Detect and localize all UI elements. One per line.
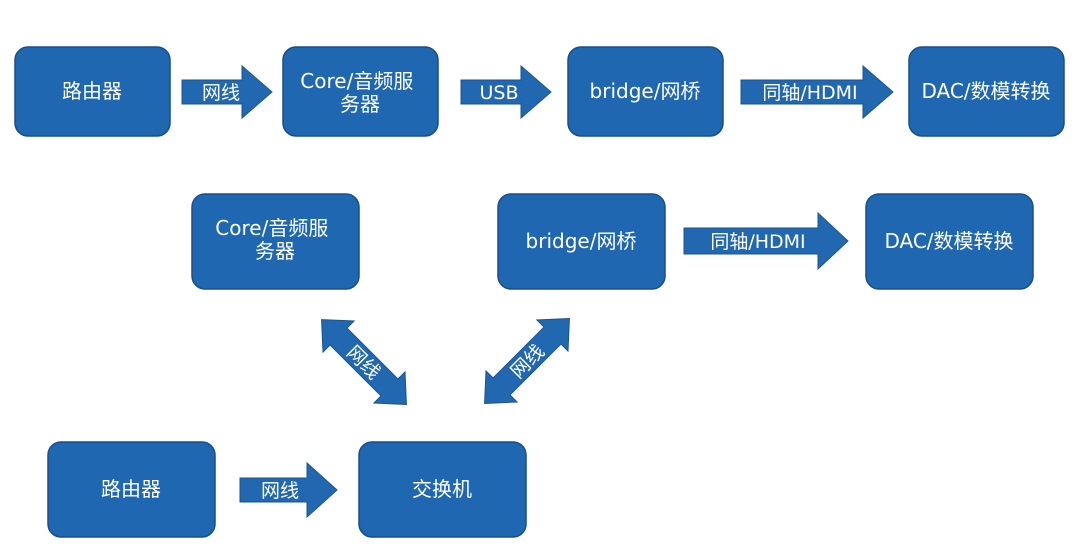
top-arrow-router-core: [181, 64, 273, 120]
bottom-cable-router-switch-label: 网线: [261, 480, 299, 502]
bottom-dac-label: DAC/数模转换: [884, 229, 1013, 253]
bottom-switch-label: 交换机: [412, 477, 472, 501]
bottom-coax-hdmi-label: 同轴/HDMI: [710, 231, 805, 253]
bottom-router-box: [47, 441, 216, 538]
bottom-arrow-router-switch: [239, 461, 338, 519]
top-usb-label: USB: [479, 82, 518, 104]
bottom-switch-box: [358, 441, 527, 538]
top-router-box: [14, 46, 171, 137]
top-router-label: 路由器: [62, 79, 122, 103]
top-arrow-bridge-dac: [740, 64, 894, 120]
top-dac-box: [908, 46, 1065, 137]
top-coax-hdmi-label: 同轴/HDMI: [762, 82, 857, 104]
bottom-double-arrow-core-switch: 网线: [321, 319, 407, 405]
double-arrow-core-switch-shape: [321, 319, 407, 405]
bottom-core-server-label: Core/音频服 务器: [215, 216, 334, 263]
bottom-arrow-bridge-dac: [683, 211, 849, 271]
bottom-dac-box: [865, 193, 1034, 290]
top-arrow-core-bridge: [460, 64, 552, 120]
top-core-server-box: [282, 46, 439, 137]
top-core-server-label: Core/音频服 务器: [300, 69, 419, 116]
bottom-core-server-box: [191, 193, 360, 290]
double-arrow-bridge-switch-shape: [484, 318, 570, 404]
top-bridge-label: bridge/网桥: [590, 79, 701, 103]
top-cable-label-1: 网线: [202, 82, 240, 104]
top-dac-label: DAC/数模转换: [921, 79, 1050, 103]
bottom-router-label: 路由器: [101, 477, 161, 501]
top-bridge-box: [567, 46, 724, 137]
bottom-bridge-box: [497, 193, 666, 290]
bottom-double-arrow-bridge-switch: 网线: [484, 318, 570, 404]
bottom-bridge-label: bridge/网桥: [526, 229, 637, 253]
